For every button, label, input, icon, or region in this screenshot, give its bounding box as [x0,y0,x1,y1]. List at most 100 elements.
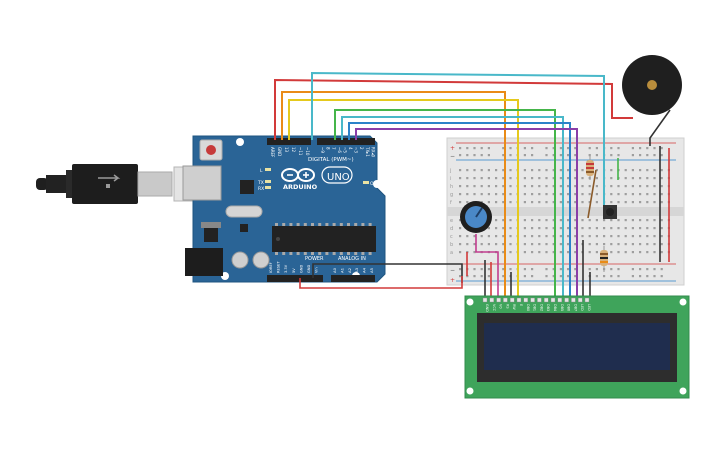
bb-hole [559,177,562,180]
bb-hole [480,235,483,238]
rail-plus-bottom: + [450,277,455,284]
bb-hole [646,227,649,230]
lcd-pin [523,297,528,303]
bb-hole [653,185,656,188]
bb-rail-hole [617,275,620,278]
bb-rail-hole [588,154,591,157]
reset-button-cap[interactable] [206,145,216,155]
analog-label: ANALOG IN [338,256,366,262]
bb-hole [502,201,505,204]
row-letter: j [449,168,451,174]
bb-hole [559,227,562,230]
power-pin-label: Vin [315,267,319,273]
bb-rail-hole [595,147,598,150]
bb-rail-hole [574,154,577,157]
lcd-pin [550,297,556,303]
bb-hole [595,227,598,230]
lcd-pin [510,297,515,303]
mount-hole [373,180,381,188]
lcd-pin [503,297,508,303]
chip-pin [354,223,358,226]
bb-hole [617,235,620,238]
bb-hole [567,219,570,222]
bb-rail-hole [523,268,526,271]
bb-hole [473,193,476,196]
bb-hole [631,177,634,180]
usb-jack [182,165,222,201]
bb-hole [646,219,649,222]
lcd-pin-label: DB4 [553,304,557,311]
bb-hole [559,235,562,238]
bb-hole [639,243,642,246]
bb-hole [473,243,476,246]
pushbutton[interactable] [603,205,617,219]
analog-pin-label: A2 [347,267,352,273]
bb-hole [552,193,555,196]
bb-hole [624,251,627,254]
bb-hole [459,185,462,188]
bb-rail-hole [480,268,483,271]
bb-hole [595,235,598,238]
bb-hole [545,193,548,196]
bb-hole [574,185,577,188]
bb-rail-hole [531,147,534,150]
bb-hole [603,227,606,230]
breadboard: + − − + j i h g f e d c b a [446,137,685,286]
rail-minus-top: − [450,153,455,160]
chip-pin [275,252,278,255]
bb-hole [559,193,562,196]
bb-hole [595,243,598,246]
bb-hole [480,185,483,188]
bb-hole [610,243,613,246]
potentiometer[interactable] [460,201,492,233]
bb-hole [660,251,663,254]
row-letter: h [450,184,453,190]
wire-red-pin13 [274,78,633,140]
bb-hole [545,169,548,172]
bb-rail-hole [487,154,490,157]
lcd-pin-label: V0 [499,304,503,308]
bb-rail-hole [480,275,483,278]
bb-hole [639,219,642,222]
bb-rail-hole [660,275,663,278]
bb-hole [509,201,512,204]
bb-rail-hole [595,268,598,271]
bb-hole [459,227,462,230]
bb-hole [595,219,598,222]
bb-hole [595,201,598,204]
pin-label: 12 [291,147,296,153]
bb-rail-hole [480,147,483,150]
bb-hole [487,177,490,180]
bb-rail-hole [646,154,649,157]
lcd-pin [557,297,562,303]
led-l [265,168,271,171]
bb-hole [595,185,598,188]
row-letter: a [450,250,453,256]
bb-hole [646,251,649,254]
bb-hole [538,201,541,204]
chip-pin [311,223,314,226]
capacitor [252,251,270,269]
pin-label: 13 [284,147,289,153]
chip-pin [347,252,350,255]
bb-rail-hole [567,268,570,271]
chip-pin [289,252,293,255]
bb-rail-hole [646,268,649,271]
bb-hole [502,243,505,246]
pin-label: GND [277,147,282,156]
bb-hole [466,177,469,180]
pin-label: ~10 [305,147,310,156]
bb-hole [531,193,534,196]
chip-pin [361,252,365,255]
pin-label: ~5 [342,147,347,153]
bb-rail-hole [473,154,476,157]
bb-hole [495,235,498,238]
uno-label: UNO [327,172,350,183]
piezo-buzzer [622,55,682,115]
bb-hole [459,235,462,238]
bb-hole [487,235,490,238]
bb-hole [595,251,598,254]
bb-rail-hole [588,147,591,150]
arduino-brand: ARDUINO [283,183,318,191]
bb-hole [610,177,613,180]
